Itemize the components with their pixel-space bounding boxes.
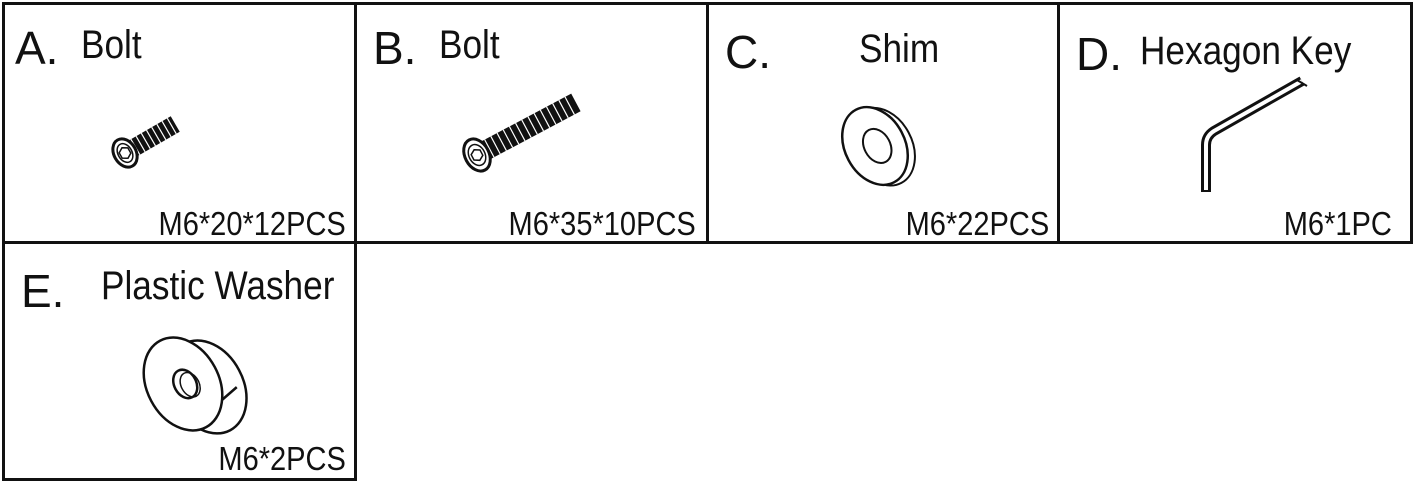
- part-letter: E.: [21, 265, 65, 317]
- part-name: Bolt: [439, 23, 500, 67]
- part-letter: A.: [15, 22, 59, 74]
- part-spec: M6*35*10PCS: [508, 205, 696, 242]
- part-spec: M6*1PC: [1283, 205, 1392, 242]
- shim-washer-icon: [841, 105, 916, 187]
- part-spec: M6*22PCS: [905, 205, 1049, 242]
- long-bolt-icon: [462, 93, 581, 173]
- part-cell-a: A. Bolt M6*20*12PCS: [2, 2, 357, 244]
- part-cell-e: E. Plastic Washer M6*2PCS: [2, 241, 357, 481]
- part-spec: M6*2PCS: [218, 440, 346, 477]
- part-name: Bolt: [81, 23, 142, 67]
- part-cell-c: C. Shim M6*22PCS: [706, 2, 1060, 244]
- part-letter: B.: [373, 22, 417, 74]
- part-name: Shim: [859, 27, 940, 71]
- plastic-washer-icon: [142, 336, 248, 435]
- part-name: Hexagon Key: [1140, 29, 1352, 73]
- part-name: Plastic Washer: [101, 264, 335, 308]
- part-spec: M6*20*12PCS: [158, 205, 346, 242]
- part-letter: C.: [725, 26, 771, 78]
- part-letter: D.: [1076, 28, 1122, 80]
- part-cell-d: D. Hexagon Key M6*1PC: [1057, 2, 1413, 244]
- short-bolt-icon: [111, 116, 180, 169]
- hex-key-icon: [1201, 76, 1308, 192]
- part-cell-b: B. Bolt M6*35*10PCS: [354, 2, 709, 244]
